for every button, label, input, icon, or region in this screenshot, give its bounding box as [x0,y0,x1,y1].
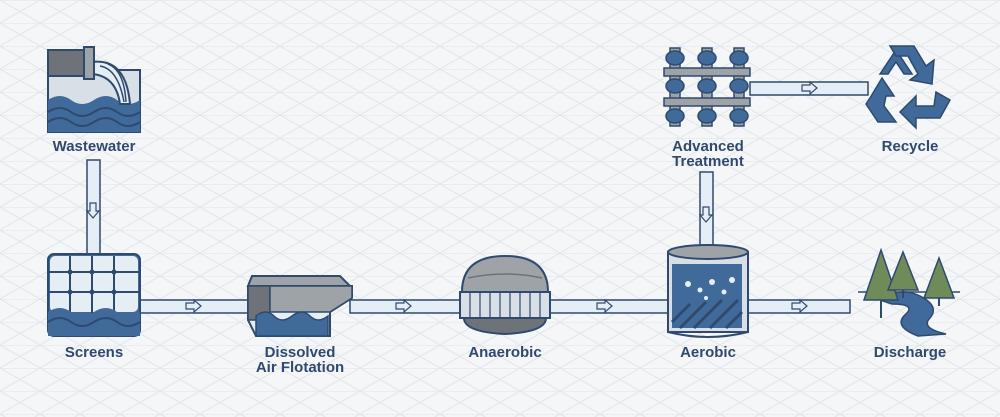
flow-arrow-icon [698,206,714,223]
label-daf: Dissolved Air Flotation [230,345,370,375]
pipe-screens-to-daf [139,298,251,314]
flow-arrow-icon [791,298,808,314]
label-recycle: Recycle [881,138,939,155]
label-discharge: Discharge [873,344,947,361]
pipe-anaerobic-to-aerobic [546,298,670,314]
label-screens: Screens [64,344,124,361]
pipe-wastewater-to-screens [85,159,101,256]
recycle-icon [865,45,952,130]
label-daf-line1: Dissolved [264,344,336,361]
filter-array-icon [663,47,751,127]
label-advanced-treatment: Advanced Treatment [650,139,766,169]
flow-arrow-icon [395,298,412,314]
flow-arrow-icon [596,298,613,314]
pipe-aerobic-to-discharge [746,298,851,314]
label-wastewater: Wastewater [52,138,136,155]
pipe-advanced-to-recycle [749,80,869,96]
pipe-daf-to-anaerobic [349,298,461,314]
digester-icon [459,254,551,336]
screen-grid-icon [47,253,141,337]
flotation-tank-icon [246,275,353,337]
label-anaerobic: Anaerobic [468,344,542,361]
label-daf-line2: Air Flotation [255,359,345,376]
label-advanced-line2: Treatment [672,153,744,170]
outfall-pipe-icon [47,46,141,133]
label-aerobic: Aerobic [680,344,736,361]
flow-arrow-icon [801,80,818,96]
trees-river-icon [858,247,960,337]
flow-arrow-icon [85,202,101,219]
pipe-aerobic-to-advanced [698,171,714,253]
label-advanced-line1: Advanced [672,138,744,155]
flow-arrow-icon [185,298,202,314]
aeration-tank-icon [667,244,749,338]
